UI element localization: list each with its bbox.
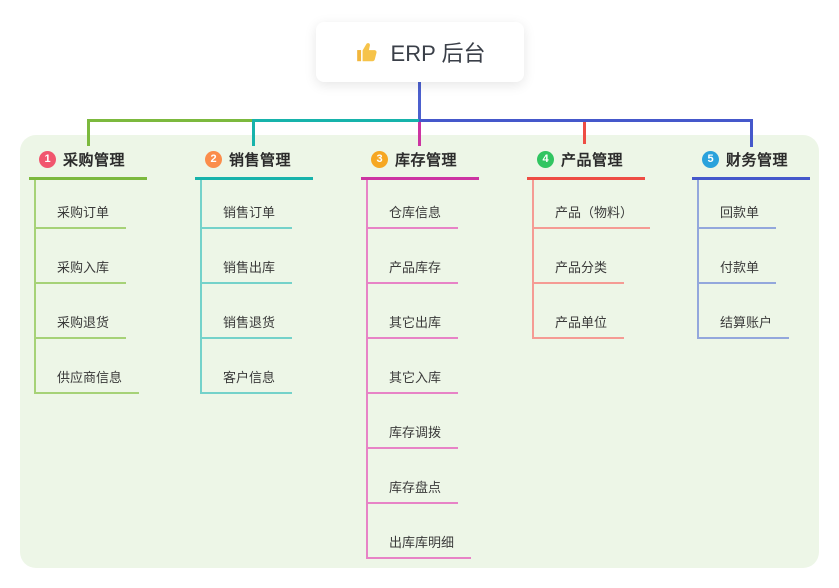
- node-label: 库存盘点: [368, 480, 459, 504]
- node-label: 出库库明细: [368, 535, 472, 559]
- branch-purchase-management: 1 采购管理 采购订单 采购入库 采购退货 供应商信息: [29, 145, 147, 394]
- node-label: 付款单: [699, 260, 777, 284]
- branch-title[interactable]: 5 财务管理: [692, 145, 810, 180]
- mindmap-node[interactable]: 付款单: [699, 229, 789, 284]
- mindmap-node[interactable]: 其它入库: [368, 339, 471, 394]
- node-label: 采购退货: [36, 315, 127, 339]
- mindmap-node[interactable]: 结算账户: [699, 284, 790, 339]
- node-label: 采购订单: [36, 205, 127, 229]
- root-node[interactable]: ERP 后台: [316, 22, 524, 82]
- node-label: 回款单: [699, 205, 777, 229]
- connector-horizontal-segment: [87, 119, 254, 122]
- branch-children: 销售订单 销售出库 销售退货 客户信息: [200, 180, 293, 394]
- branch-inventory-management: 3 库存管理 仓库信息 产品库存 其它出库 其它入库 库存调拨 库存盘点 出库库…: [361, 145, 479, 559]
- node-label: 销售出库: [202, 260, 293, 284]
- branch-title[interactable]: 2 销售管理: [195, 145, 313, 180]
- connector-drop: [583, 122, 586, 144]
- branch-badge: 4: [537, 151, 554, 168]
- branch-finance-management: 5 财务管理 回款单 付款单 结算账户: [692, 145, 810, 339]
- branch-title[interactable]: 1 采购管理: [29, 145, 147, 180]
- mindmap-node[interactable]: 出库库明细: [368, 504, 472, 559]
- branch-children: 产品（物料） 产品分类 产品单位: [532, 180, 651, 339]
- branch-badge: 3: [371, 151, 388, 168]
- node-label: 销售退货: [202, 315, 293, 339]
- mindmap-node[interactable]: 回款单: [699, 180, 789, 229]
- node-label: 库存调拨: [368, 425, 459, 449]
- node-label: 产品（物料）: [534, 205, 651, 229]
- connector-drop: [87, 119, 90, 146]
- branch-product-management: 4 产品管理 产品（物料） 产品分类 产品单位: [527, 145, 651, 339]
- node-label: 仓库信息: [368, 205, 459, 229]
- branch-badge: 2: [205, 151, 222, 168]
- branch-sales-management: 2 销售管理 销售订单 销售出库 销售退货 客户信息: [195, 145, 313, 394]
- branch-children: 回款单 付款单 结算账户: [697, 180, 790, 339]
- node-label: 产品分类: [534, 260, 625, 284]
- mindmap-panel: [20, 135, 819, 568]
- connector-horizontal-segment: [419, 119, 753, 122]
- mindmap-node[interactable]: 库存盘点: [368, 449, 471, 504]
- mindmap-node[interactable]: 库存调拨: [368, 394, 471, 449]
- mindmap-node[interactable]: 产品单位: [534, 284, 650, 339]
- mindmap-node[interactable]: 销售退货: [202, 284, 293, 339]
- node-label: 供应商信息: [36, 370, 140, 394]
- mindmap-node[interactable]: 产品分类: [534, 229, 650, 284]
- branch-title-label: 采购管理: [63, 152, 126, 169]
- branch-title-label: 库存管理: [395, 152, 458, 169]
- connector-drop: [750, 119, 753, 147]
- node-label: 结算账户: [699, 315, 790, 339]
- branch-children: 采购订单 采购入库 采购退货 供应商信息: [34, 180, 140, 394]
- thumbs-up-icon: [355, 39, 381, 65]
- node-label: 其它入库: [368, 370, 459, 394]
- mindmap-node[interactable]: 销售订单: [202, 180, 293, 229]
- branch-title[interactable]: 3 库存管理: [361, 145, 479, 180]
- mindmap-node[interactable]: 仓库信息: [368, 180, 471, 229]
- mindmap-node[interactable]: 产品（物料）: [534, 180, 651, 229]
- branch-title-label: 产品管理: [561, 152, 624, 169]
- connector-drop: [252, 119, 255, 146]
- branch-title-label: 财务管理: [726, 152, 789, 169]
- root-connector-line: [418, 82, 421, 122]
- mindmap-node[interactable]: 采购入库: [36, 229, 139, 284]
- mindmap-node[interactable]: 供应商信息: [36, 339, 140, 394]
- branch-badge: 5: [702, 151, 719, 168]
- node-label: 产品单位: [534, 315, 625, 339]
- mindmap-node[interactable]: 其它出库: [368, 284, 471, 339]
- node-label: 采购入库: [36, 260, 127, 284]
- branch-title-label: 销售管理: [229, 152, 292, 169]
- branch-title[interactable]: 4 产品管理: [527, 145, 645, 180]
- connector-drop: [418, 122, 421, 146]
- mindmap-node[interactable]: 产品库存: [368, 229, 471, 284]
- mindmap-node[interactable]: 采购订单: [36, 180, 139, 229]
- node-label: 产品库存: [368, 260, 459, 284]
- node-label: 销售订单: [202, 205, 293, 229]
- connector-horizontal-segment: [252, 119, 421, 122]
- branch-badge: 1: [39, 151, 56, 168]
- mindmap-node[interactable]: 采购退货: [36, 284, 139, 339]
- node-label: 其它出库: [368, 315, 459, 339]
- branch-children: 仓库信息 产品库存 其它出库 其它入库 库存调拨 库存盘点 出库库明细: [366, 180, 472, 559]
- mindmap-node[interactable]: 客户信息: [202, 339, 293, 394]
- mindmap-node[interactable]: 销售出库: [202, 229, 293, 284]
- root-label: ERP 后台: [390, 41, 486, 66]
- node-label: 客户信息: [202, 370, 293, 394]
